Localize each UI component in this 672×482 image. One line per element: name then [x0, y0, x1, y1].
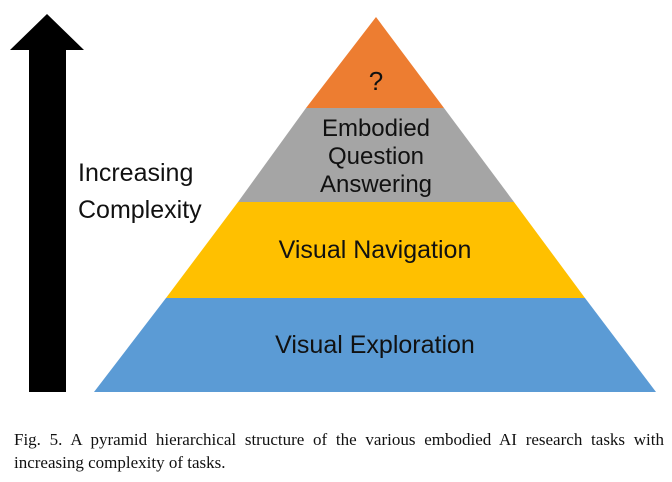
caption-label: Fig. 5. [14, 430, 63, 449]
pyramid-level-top-label: ? [369, 66, 383, 96]
figure-caption: Fig. 5.A pyramid hierarchical structure … [14, 428, 664, 474]
pyramid-level-visual-navigation-shape [166, 202, 585, 298]
pyramid-level-embodied-qa: Embodied Question Answering [238, 108, 514, 202]
visual-exploration-label: Visual Exploration [275, 331, 475, 359]
caption-text: A pyramid hierarchical structure of the … [14, 430, 664, 472]
pyramid-figure: Increasing Complexity ? Embodied Questio… [10, 14, 656, 392]
pyramid-level-top: ? [306, 17, 444, 108]
visual-navigation-label: Visual Navigation [279, 236, 472, 264]
pyramid-level-top-shape [306, 17, 444, 108]
increasing-complexity-arrow [10, 14, 84, 392]
pyramid-level-visual-navigation: Visual Navigation [166, 202, 585, 298]
pyramid-level-visual-exploration-shape [94, 298, 656, 392]
embodied-qa-label-line-2: Question [328, 143, 424, 170]
embodied-qa-label-line-1: Embodied [322, 115, 430, 142]
pyramid-level-embodied-qa-shape [238, 108, 514, 202]
embodied-qa-label-line-3: Answering [320, 171, 432, 198]
arrow-label-line-2: Complexity [78, 196, 202, 224]
pyramid-level-visual-exploration: Visual Exploration [94, 298, 656, 392]
arrow-label-line-1: Increasing [78, 159, 193, 187]
arrow-shape [10, 14, 84, 392]
